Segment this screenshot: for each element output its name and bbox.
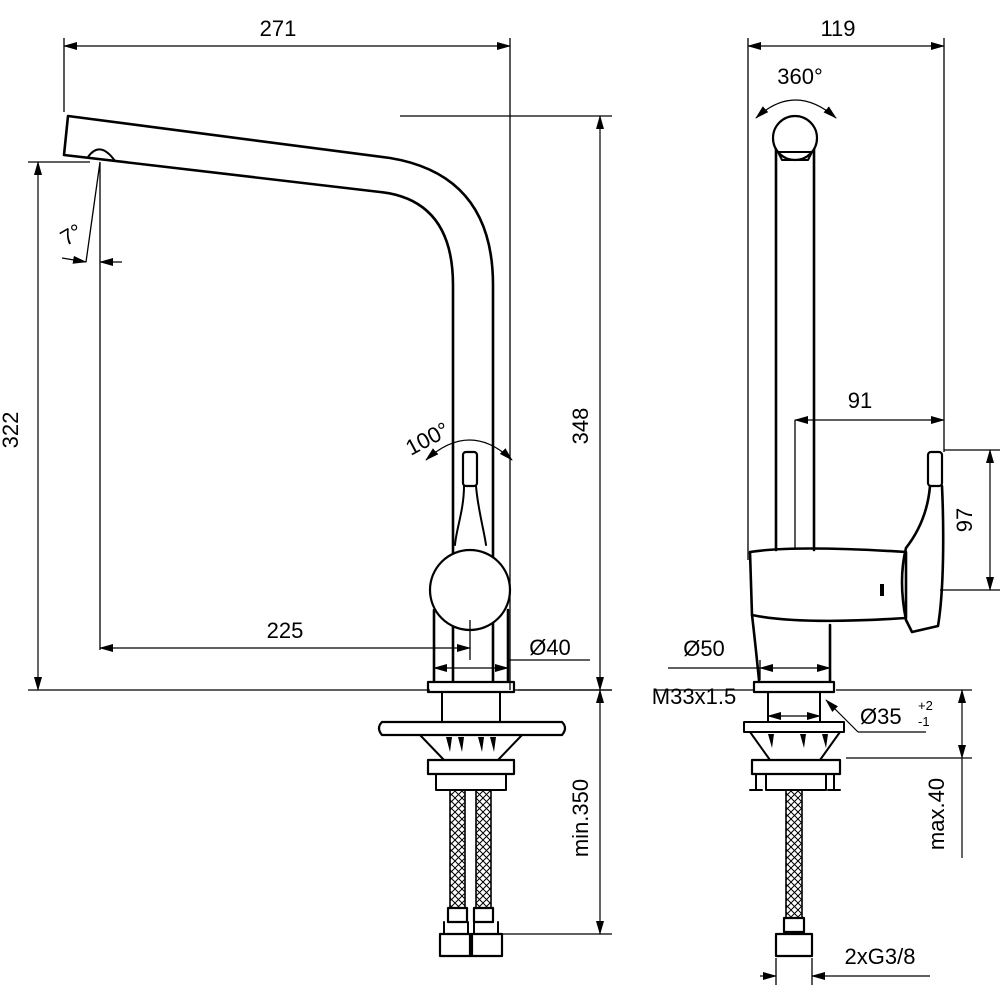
front-hose-right bbox=[475, 789, 492, 911]
front-lever-stem bbox=[454, 485, 487, 546]
side-hose-fitting bbox=[774, 932, 814, 958]
side-base-ring bbox=[752, 680, 836, 694]
label-360: 360° bbox=[777, 64, 823, 89]
front-hose-fittings bbox=[438, 932, 504, 958]
label-d35-tol-plus: +2 bbox=[918, 698, 933, 713]
front-clamp-teeth bbox=[446, 737, 496, 752]
front-hose-left bbox=[449, 789, 466, 911]
label-connection: 2xG3/8 bbox=[845, 944, 916, 969]
side-spout-column bbox=[774, 138, 816, 552]
dimension-labels: 271 119 360° 100° 7° 322 348 225 Ø40 91 … bbox=[0, 16, 977, 969]
label-322: 322 bbox=[0, 412, 23, 449]
label-min350: min.350 bbox=[568, 779, 593, 857]
label-d40: Ø40 bbox=[529, 635, 571, 660]
front-counter-plate bbox=[377, 720, 567, 737]
front-lever-handle bbox=[461, 450, 479, 488]
side-clamp-top bbox=[743, 721, 845, 761]
side-hose bbox=[785, 789, 803, 921]
label-97: 97 bbox=[952, 508, 977, 532]
label-100: 100° bbox=[401, 417, 453, 460]
side-lever-handle bbox=[926, 450, 944, 488]
dimension-lines bbox=[28, 38, 1000, 985]
label-d50: Ø50 bbox=[683, 636, 725, 661]
label-d35-tol-minus: -1 bbox=[918, 714, 930, 729]
side-hose-collar bbox=[782, 916, 806, 934]
side-indicator bbox=[880, 584, 884, 596]
label-max40: max.40 bbox=[924, 778, 949, 850]
front-nut bbox=[426, 758, 516, 776]
label-348: 348 bbox=[568, 408, 593, 445]
label-7deg: 7° bbox=[56, 219, 87, 251]
side-clamp-teeth bbox=[768, 734, 828, 748]
front-clamp bbox=[419, 734, 523, 761]
front-hose-collar-left bbox=[446, 906, 469, 924]
front-spout-outlet bbox=[87, 148, 116, 162]
front-view bbox=[62, 114, 567, 958]
side-clamp-plate bbox=[750, 758, 842, 776]
label-119: 119 bbox=[820, 16, 855, 41]
side-lower-body bbox=[750, 613, 832, 692]
label-271: 271 bbox=[260, 16, 297, 41]
front-nut-body bbox=[435, 773, 507, 791]
side-view bbox=[743, 114, 945, 958]
label-thread: M33x1.5 bbox=[652, 684, 736, 709]
side-spout-cap bbox=[777, 151, 813, 161]
side-lever bbox=[900, 484, 945, 634]
label-d35: Ø35 bbox=[860, 704, 902, 729]
label-225: 225 bbox=[267, 618, 304, 643]
front-mount-column bbox=[441, 691, 501, 723]
front-spout bbox=[62, 114, 495, 692]
front-handle-disc bbox=[428, 548, 512, 632]
label-91: 91 bbox=[848, 388, 872, 413]
front-hose-collar-right bbox=[472, 906, 495, 924]
front-base-ring bbox=[426, 680, 516, 694]
